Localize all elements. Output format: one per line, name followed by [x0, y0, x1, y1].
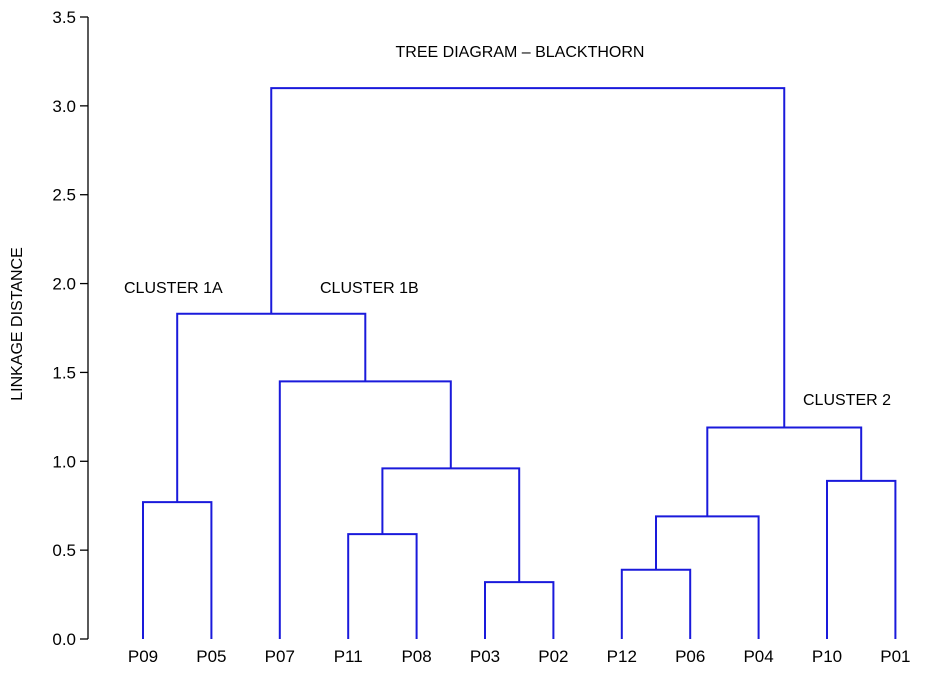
dendrogram-link: [142, 501, 213, 639]
dendrogram-link: [620, 568, 692, 639]
leaf-label: P06: [675, 647, 705, 666]
y-tick-label: 1.0: [52, 452, 76, 471]
annotation-cluster-1b: CLUSTER 1B: [320, 280, 419, 297]
y-tick-label: 1.5: [52, 363, 76, 382]
dendrogram-link: [278, 380, 452, 639]
dendrogram-link: [176, 312, 367, 503]
y-tick-label: 3.5: [52, 8, 76, 27]
y-tick-label: 3.0: [52, 97, 76, 116]
y-axis-title: LINKAGE DISTANCE: [9, 247, 26, 401]
leaf-label: P08: [401, 647, 431, 666]
leaf-labels: P09 P05 P07 P11 P08 P03 P02 P12 P06 P04 P10 P01: [128, 647, 911, 666]
dendrogram-link: [706, 426, 863, 517]
leaf-label: P01: [880, 647, 910, 666]
chart-title: TREE DIAGRAM – BLACKTHORN: [396, 44, 645, 61]
leaf-label: P05: [196, 647, 226, 666]
leaf-label: P07: [265, 647, 295, 666]
y-tick-label: 0.0: [52, 630, 76, 649]
dendrogram-link: [655, 515, 760, 639]
leaf-label: P09: [128, 647, 158, 666]
dendrogram-link: [826, 479, 897, 639]
y-tick-label: 2.0: [52, 275, 76, 294]
dendrogram-link: [270, 87, 786, 428]
dendrogram-links: [142, 87, 897, 639]
leaf-label: P12: [607, 647, 637, 666]
leaf-label: P03: [470, 647, 500, 666]
dendrogram-link: [347, 533, 418, 639]
annotation-cluster-2: CLUSTER 2: [803, 392, 891, 409]
annotation-cluster-1a: CLUSTER 1A: [124, 280, 223, 297]
y-tick-label: 0.5: [52, 541, 76, 560]
dendrogram-link: [484, 581, 555, 639]
dendrogram-link: [381, 467, 521, 583]
leaf-label: P04: [743, 647, 773, 666]
y-axis: 0.0 0.5 1.0 1.5 2.0 2.5 3.0 3.5: [52, 8, 89, 649]
leaf-label: P10: [812, 647, 842, 666]
leaf-label: P02: [538, 647, 568, 666]
y-tick-label: 2.5: [52, 186, 76, 205]
leaf-label: P11: [334, 647, 363, 666]
